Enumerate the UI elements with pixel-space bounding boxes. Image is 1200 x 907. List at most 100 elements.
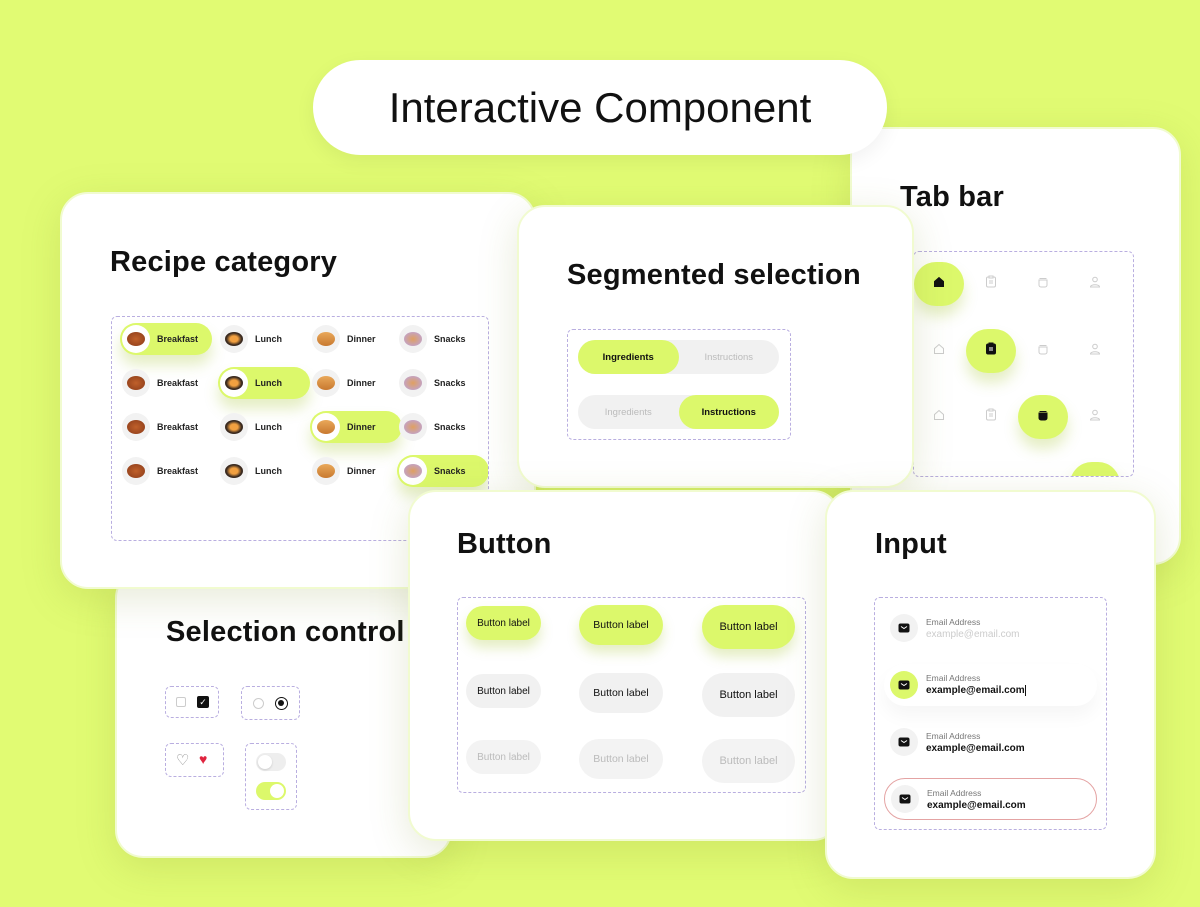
recipe-category-chip-dinner[interactable]: Dinner: [310, 323, 402, 355]
clipboard-icon: [985, 408, 997, 426]
user-icon: [1089, 342, 1101, 360]
segment-instructions[interactable]: Instructions: [678, 395, 779, 429]
recipe-category-label: Lunch: [255, 378, 282, 388]
recipe-category-label: Lunch: [255, 466, 282, 476]
home-icon: [933, 275, 945, 293]
heart-filled-icon[interactable]: ♥: [199, 751, 208, 767]
mail-icon: [890, 614, 918, 642]
input-title: Input: [875, 528, 947, 560]
disabled-button-small: Button label: [466, 740, 541, 774]
tab-bar-item[interactable]: [966, 395, 1016, 439]
radio-group: [241, 686, 300, 720]
tab-bar-examples: [913, 251, 1134, 477]
dinner-food-icon: [312, 457, 340, 485]
recipe-category-chip-snacks[interactable]: Snacks: [397, 455, 488, 487]
segmented-control: Ingredients Instructions: [578, 340, 779, 374]
recipe-category-chip-dinner[interactable]: Dinner: [310, 455, 402, 487]
primary-button-medium[interactable]: Button label: [579, 605, 663, 645]
toggle-off[interactable]: [256, 753, 286, 771]
tab-bar-item[interactable]: [1070, 395, 1120, 439]
toggle-on[interactable]: [256, 782, 286, 800]
tab-bar-item[interactable]: [1018, 395, 1068, 439]
recipe-category-title: Recipe category: [110, 246, 338, 278]
recipe-category-chip-breakfast[interactable]: Breakfast: [120, 367, 212, 399]
selection-control-card: Selection control ✓ ♡ ♥: [115, 570, 452, 858]
email-input-value: example@email.com: [927, 799, 1026, 811]
recipe-category-chip-snacks[interactable]: Snacks: [397, 367, 488, 399]
recipe-category-chip-breakfast[interactable]: Breakfast: [120, 411, 212, 443]
tab-bar-item[interactable]: [1070, 462, 1120, 476]
recipe-category-chip-lunch[interactable]: Lunch: [218, 367, 310, 399]
recipe-category-chip-dinner[interactable]: Dinner: [310, 367, 402, 399]
email-input-value: example@email.com: [926, 742, 1025, 754]
recipe-category-chip-snacks[interactable]: Snacks: [397, 323, 488, 355]
segment-ingredients[interactable]: Ingredients: [578, 340, 679, 374]
tab-bar-item[interactable]: [1018, 329, 1068, 373]
favorite-group: ♡ ♥: [165, 743, 224, 777]
recipe-category-label: Breakfast: [157, 466, 199, 476]
recipe-category-chip-dinner[interactable]: Dinner: [310, 411, 402, 443]
lunch-food-icon: [220, 369, 248, 397]
primary-button-small[interactable]: Button label: [466, 606, 541, 640]
heart-outline-icon[interactable]: ♡: [176, 752, 190, 769]
segmented-control: Ingredients Instructions: [578, 395, 779, 429]
recipe-category-chip-breakfast[interactable]: Breakfast: [120, 323, 212, 355]
checkbox-checked[interactable]: ✓: [197, 696, 209, 708]
recipe-category-label: Lunch: [255, 422, 282, 432]
radio-selected[interactable]: [275, 697, 288, 710]
recipe-category-chip-snacks[interactable]: Snacks: [397, 411, 488, 443]
tab-bar-item[interactable]: [914, 262, 964, 306]
clipboard-icon: [985, 342, 997, 360]
page-title: Interactive Component: [313, 60, 887, 155]
recipe-category-label: Breakfast: [157, 378, 199, 388]
recipe-category-label: Breakfast: [157, 422, 199, 432]
home-icon: [933, 342, 945, 360]
email-input-placeholder: example@email.com: [926, 628, 1020, 640]
tab-bar-item[interactable]: [914, 329, 964, 373]
tab-bar-item[interactable]: [914, 395, 964, 439]
secondary-button-large[interactable]: Button label: [702, 673, 795, 717]
dinner-food-icon: [312, 369, 340, 397]
tab-bar-item[interactable]: [1070, 329, 1120, 373]
segment-instructions[interactable]: Instructions: [704, 351, 754, 363]
pot-icon: [1037, 275, 1049, 293]
disabled-button-large: Button label: [702, 739, 795, 783]
secondary-button-medium[interactable]: Button label: [579, 673, 663, 713]
tab-bar-item[interactable]: [966, 262, 1016, 306]
snacks-food-icon: [399, 457, 427, 485]
secondary-button-small[interactable]: Button label: [466, 674, 541, 708]
home-icon: [933, 408, 945, 426]
user-icon: [1089, 475, 1101, 476]
segment-ingredients[interactable]: Ingredients: [604, 406, 652, 418]
recipe-category-label: Snacks: [434, 422, 466, 432]
recipe-category-label: Snacks: [434, 378, 466, 388]
tab-bar-item[interactable]: [1018, 262, 1068, 306]
email-input-value: example@email.com: [926, 685, 1026, 697]
recipe-category-label: Dinner: [347, 422, 376, 432]
button-title: Button: [457, 528, 552, 560]
snacks-food-icon: [399, 413, 427, 441]
tab-bar-item[interactable]: [966, 329, 1016, 373]
email-input-label: Email Address: [927, 787, 982, 798]
recipe-category-chip-lunch[interactable]: Lunch: [218, 411, 310, 443]
recipe-category-label: Snacks: [434, 334, 466, 344]
recipe-category-chip-lunch[interactable]: Lunch: [218, 323, 310, 355]
breakfast-food-icon: [122, 457, 150, 485]
dinner-food-icon: [312, 325, 340, 353]
radio-unselected[interactable]: [253, 698, 264, 709]
checkbox-unchecked[interactable]: [176, 697, 186, 707]
recipe-category-chip-lunch[interactable]: Lunch: [218, 455, 310, 487]
recipe-category-chip-breakfast[interactable]: Breakfast: [120, 455, 212, 487]
tab-bar-item[interactable]: [1070, 262, 1120, 306]
primary-button-large[interactable]: Button label: [702, 605, 795, 649]
pot-icon: [1037, 408, 1049, 426]
text-caret: [1024, 685, 1026, 697]
recipe-category-label: Lunch: [255, 334, 282, 344]
